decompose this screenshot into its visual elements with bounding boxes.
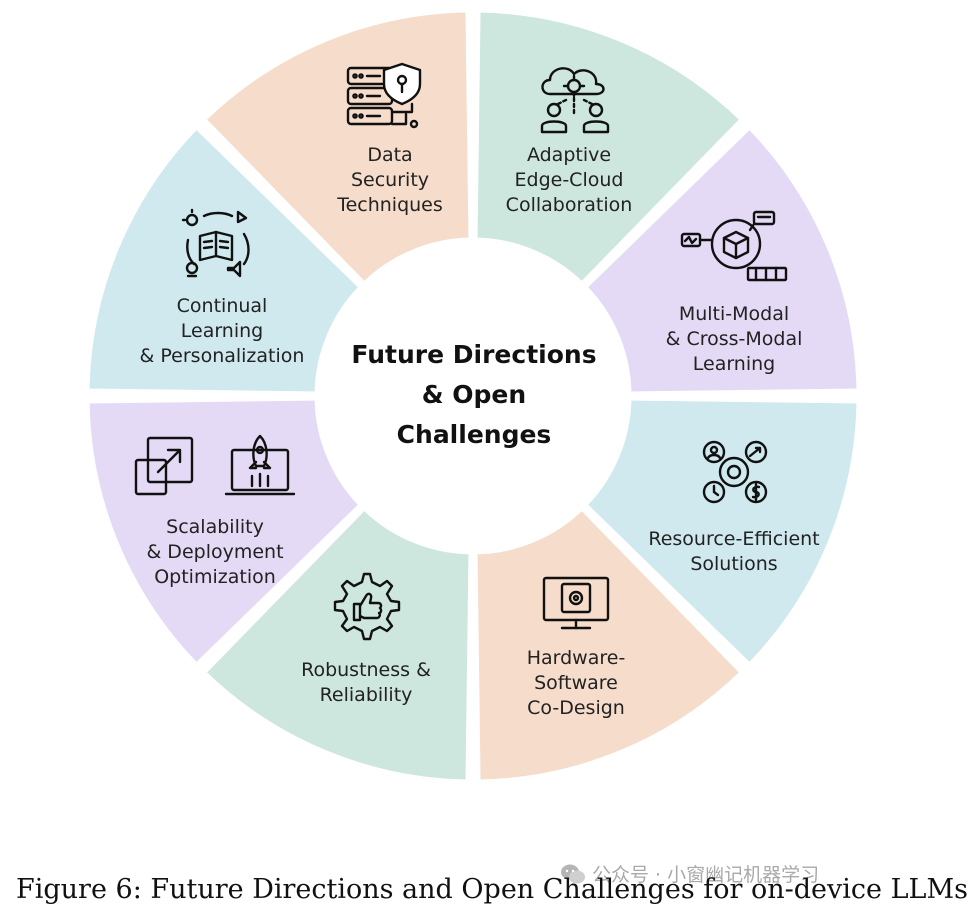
label-continual: Continual Learning & Personalization — [112, 294, 332, 369]
label-line: Scalability — [166, 516, 264, 538]
figure-caption: Figure 6: Future Directions and Open Cha… — [16, 874, 968, 905]
watermark: 公众号 · 小窗幽记机器学习 — [560, 860, 819, 887]
segment-codesign — [200, 504, 474, 785]
label-line: & Deployment — [146, 541, 284, 563]
segment-resource — [472, 504, 746, 785]
label-line: Edge-Cloud — [514, 169, 624, 191]
center-title-line-1: Future Directions — [351, 340, 597, 369]
scale-rocket-icon — [134, 434, 296, 496]
label-codesign: Hardware- Software Co-Design — [466, 646, 686, 721]
segment-multimodal — [581, 395, 862, 669]
label-line: Hardware- — [526, 647, 626, 669]
center-title-line-3: Challenges — [396, 420, 552, 449]
label-line: & Cross-Modal — [665, 328, 803, 350]
server-shield-icon — [346, 62, 422, 129]
label-robustness: Robustness & Reliability — [256, 658, 476, 708]
label-line: Reliability — [319, 684, 413, 706]
cloud-network-icon — [540, 67, 610, 134]
label-line: Adaptive — [526, 144, 612, 166]
label-data-security: Data Security Techniques — [280, 143, 500, 218]
label-edge-cloud: Adaptive Edge-Cloud Collaboration — [459, 143, 679, 218]
label-line: Data — [367, 144, 413, 166]
label-line: Techniques — [337, 194, 443, 216]
label-line: Security — [350, 169, 430, 191]
wheel-diagram — [84, 7, 862, 785]
label-line: Collaboration — [505, 194, 633, 216]
segment-data-security — [472, 7, 746, 288]
monitor-chip-icon — [542, 576, 610, 630]
gear-resources-icon — [702, 440, 768, 504]
label-line: Resource-Efficient — [648, 528, 820, 550]
label-multimodal: Multi-Modal & Cross-Modal Learning — [624, 302, 844, 377]
label-line: Robustness & — [301, 659, 431, 681]
cube-network-icon — [680, 210, 788, 282]
wechat-icon — [561, 864, 585, 883]
segment-scalability — [84, 123, 365, 397]
book-cycle-icon — [181, 208, 250, 278]
segment-robustness — [84, 395, 365, 669]
label-line: Software — [534, 672, 618, 694]
center-title-line-2: & Open — [421, 380, 527, 409]
segment-edge-cloud — [581, 123, 862, 397]
label-line: Optimization — [154, 566, 276, 588]
label-line: & Personalization — [139, 345, 305, 367]
label-resource: Resource-Efficient Solutions — [624, 527, 844, 577]
label-line: Solutions — [690, 553, 778, 575]
label-line: Multi-Modal — [678, 303, 790, 325]
label-line: Learning — [692, 353, 776, 375]
label-line: Learning — [180, 320, 264, 342]
label-scalability: Scalability & Deployment Optimization — [105, 515, 325, 590]
center-title: Future Directions & Open Challenges — [320, 320, 628, 470]
center-circle — [318, 241, 628, 551]
gear-thumbs-up-icon — [333, 572, 401, 641]
label-line: Continual — [176, 295, 268, 317]
watermark-text: 公众号 · 小窗幽记机器学习 — [592, 864, 820, 886]
label-line: Co-Design — [527, 697, 625, 719]
wheel-segments — [84, 7, 862, 785]
